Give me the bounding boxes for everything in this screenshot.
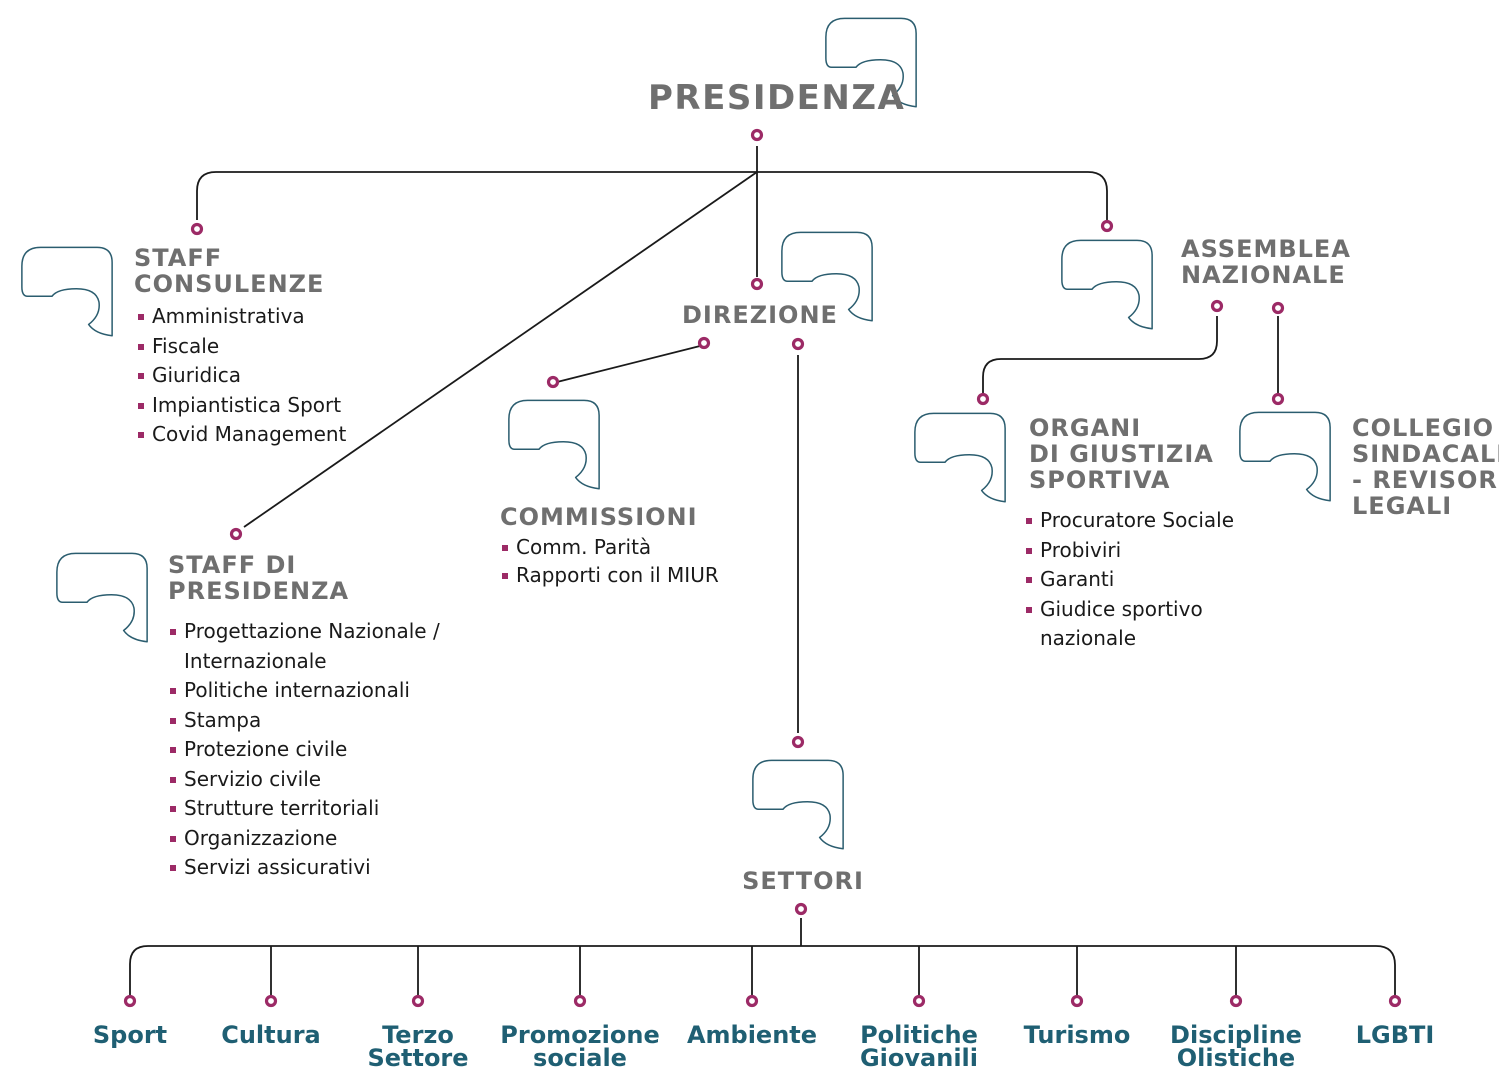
list-item: Servizi assicurativi	[168, 853, 468, 883]
sector-discipline-olistiche: Discipline Olistiche	[1170, 1021, 1302, 1072]
list-item: Amministrativa	[136, 302, 346, 332]
connector-dot	[411, 994, 425, 1008]
connector-dot	[1100, 219, 1114, 233]
list-item: Rapporti con il MIUR	[500, 561, 719, 589]
sector-promozione-sociale: Promozione sociale	[500, 1021, 660, 1072]
node-staff-consulenze-title: STAFF CONSULENZE	[134, 244, 325, 298]
node-organi-giustizia-title: ORGANI DI GIUSTIZIA SPORTIVA	[1029, 414, 1214, 494]
brand-mark-icon	[21, 246, 113, 337]
brand-mark-icon	[914, 412, 1006, 503]
connector-lines	[129, 146, 1396, 995]
staff-consulenze-list: Amministrativa Fiscale Giuridica Impiant…	[136, 302, 346, 450]
node-direzione-title: DIREZIONE	[682, 301, 838, 329]
list-item: Giuridica	[136, 361, 346, 391]
list-item: Protezione civile	[168, 735, 468, 765]
brand-mark-icon	[56, 552, 148, 643]
connector-dot	[794, 902, 808, 916]
list-item: Garanti	[1024, 565, 1264, 595]
connector-dot	[573, 994, 587, 1008]
connector-dot	[190, 222, 204, 236]
sector-ambiente: Ambiente	[686, 1021, 818, 1049]
connector-dot	[264, 994, 278, 1008]
list-item: Comm. Parità	[500, 533, 719, 561]
connector-dot	[1388, 994, 1402, 1008]
list-item: Fiscale	[136, 332, 346, 362]
sector-lgbti: LGBTI	[1355, 1021, 1435, 1049]
sector-cultura: Cultura	[221, 1021, 321, 1049]
connector-dot	[745, 994, 759, 1008]
list-item: Strutture territoriali	[168, 794, 468, 824]
connector-dots	[123, 128, 1402, 1008]
connector-dot	[750, 277, 764, 291]
connector-dot	[1229, 994, 1243, 1008]
connector-dot	[1070, 994, 1084, 1008]
connector-dot	[1271, 392, 1285, 406]
sector-politiche-giovanili: Politiche Giovanili	[859, 1021, 979, 1072]
brand-mark-icon	[752, 759, 844, 850]
node-staff-presidenza-title: STAFF DI PRESIDENZA	[168, 551, 350, 605]
connector-dot	[791, 735, 805, 749]
node-settori-title: SETTORI	[742, 867, 864, 895]
node-presidenza-title: PRESIDENZA	[648, 78, 906, 118]
connector-dot	[1210, 299, 1224, 313]
connector-dot	[546, 375, 560, 389]
list-item: Probiviri	[1024, 536, 1264, 566]
list-item: Impiantistica Sport	[136, 391, 346, 421]
list-item: Stampa	[168, 706, 468, 736]
list-item: Organizzazione	[168, 824, 468, 854]
connector-dot	[750, 128, 764, 142]
staff-presidenza-list: Progettazione Nazionale / Internazionale…	[168, 617, 468, 883]
connector-dot	[791, 337, 805, 351]
list-item: Progettazione Nazionale / Internazionale	[168, 617, 468, 676]
node-collegio-title: COLLEGIO SINDACALE - REVISORI LEGALI	[1352, 414, 1499, 520]
connector-dot	[976, 392, 990, 406]
connector-dot	[229, 527, 243, 541]
connector-dot	[912, 994, 926, 1008]
list-item: Procuratore Sociale	[1024, 506, 1264, 536]
brand-mark-icon	[1239, 411, 1331, 502]
brand-mark-icon	[508, 399, 600, 490]
sector-turismo: Turismo	[1023, 1021, 1131, 1049]
organi-giustizia-list: Procuratore Sociale Probiviri Garanti Gi…	[1024, 506, 1264, 654]
connector-dot	[123, 994, 137, 1008]
sector-terzo-settore: Terzo Settore	[367, 1021, 469, 1072]
brand-mark-icon	[1061, 239, 1153, 330]
node-commissioni-title: COMMISSIONI	[500, 503, 698, 531]
list-item: Politiche internazionali	[168, 676, 468, 706]
list-item: Giudice sportivo nazionale	[1024, 595, 1240, 654]
commissioni-list: Comm. Parità Rapporti con il MIUR	[500, 533, 719, 589]
list-item: Covid Management	[136, 420, 346, 450]
sector-sport: Sport	[92, 1021, 168, 1049]
list-item: Servizio civile	[168, 765, 468, 795]
connector-dot	[1271, 301, 1285, 315]
connector-dot	[697, 336, 711, 350]
node-assemblea-title: ASSEMBLEA NAZIONALE	[1181, 235, 1351, 289]
